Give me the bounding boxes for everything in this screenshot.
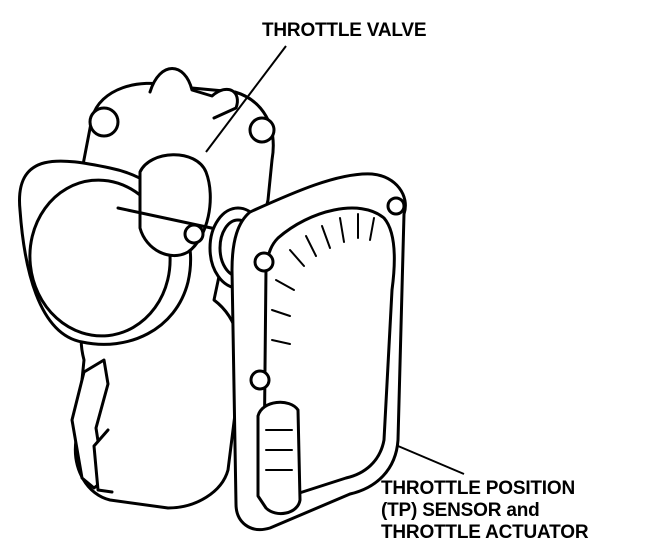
mounting-screw-bottom [249, 369, 271, 391]
sensor-connector [256, 400, 302, 516]
connector-latch [265, 429, 293, 471]
mounting-screw-right [386, 196, 406, 216]
coolant-hose-lower-2 [92, 428, 114, 494]
tp-sensor-label-line-1: THROTTLE POSITION [381, 478, 575, 499]
tp-sensor-label-line-2: (TP) SENSOR and [381, 500, 540, 521]
mounting-boss-upper-right [248, 116, 276, 144]
throttle-valve-leader-line [205, 45, 287, 153]
tp-sensor-leader-line [397, 445, 465, 475]
shaft-boss [183, 223, 205, 245]
cover-ribs [271, 213, 375, 345]
tp-sensor-label: THROTTLE POSITION (TP) SENSOR and THROTT… [381, 478, 589, 544]
mounting-boss-upper [88, 106, 120, 138]
throttle-shaft [116, 206, 232, 234]
tp-sensor-label-line-3: THROTTLE ACTUATOR [381, 522, 589, 543]
mounting-screw-top [253, 251, 275, 273]
coolant-pipe-upper [148, 67, 239, 120]
throttle-valve-label: THROTTLE VALVE [262, 20, 427, 41]
